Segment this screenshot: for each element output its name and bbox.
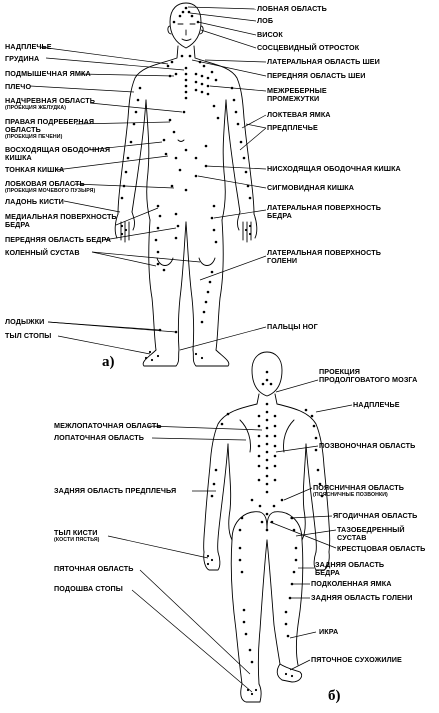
label-kolennyi: КОЛЕННЫЙ СУСТАВ — [5, 248, 80, 257]
label-zad-bedra-line1: ЗАДНЯЯ ОБЛАСТЬ — [315, 560, 385, 569]
label-medial: МЕДИАЛЬНАЯ ПОВЕРХНОСТЬ БЕДРА — [5, 213, 117, 229]
label-lat-shei: ЛАТЕРАЛЬНАЯ ОБЛАСТЬ ШЕИ — [267, 57, 380, 66]
label-sosetsevidnyi: СОСЦЕВИДНЫЙ ОТРОСТОК — [257, 43, 360, 52]
label-poyasn: ПОЯСНИЧНАЯ ОБЛАСТЬ (ПОЯСНИЧНЫЕ ПОЗВОНКИ) — [313, 483, 404, 499]
figure-b-marker: б) — [328, 688, 341, 704]
label-nadchrev-main: НАДЧРЕВНАЯ ОБЛАСТЬ — [5, 96, 96, 105]
label-lat-bedra-line1: ЛАТЕРАЛЬНАЯ ПОВЕРХНОСТЬ — [267, 203, 381, 212]
label-poyasn-sub: (ПОЯСНИЧНЫЕ ПОЗВОНКИ) — [313, 492, 388, 498]
label-prav-sub: (ПРОЕКЦИЯ ПЕЧЕНИ) — [5, 134, 63, 140]
label-prav-podreber: ПРАВАЯ ПОДРЕБЕРНАЯ ОБЛАСТЬ (ПРОЕКЦИЯ ПЕЧ… — [5, 117, 95, 141]
label-pyatoch: ПЯТОЧНАЯ ОБЛАСТЬ — [54, 564, 134, 573]
label-nadchrev-sub: (ПРОЕКЦИЯ ЖЕЛУДКА) — [5, 105, 67, 111]
label-lat-goleni-line1: ЛАТЕРАЛЬНАЯ ПОВЕРХНОСТЬ — [267, 248, 381, 257]
label-zad-bedra: ЗАДНЯЯ ОБЛАСТЬ БЕДРА — [315, 561, 384, 577]
label-proektsiya-line2: ПРОДОЛГОВАТОГО МОЗГА — [319, 375, 418, 384]
label-plecho: ПЛЕЧО — [5, 82, 32, 91]
label-lat-bedra: ЛАТЕРАЛЬНАЯ ПОВЕРХНОСТЬ БЕДРА — [267, 204, 381, 220]
label-grudina: ГРУДИНА — [5, 54, 40, 63]
label-lobkovaya-sub: (ПРОЕКЦИЯ МОЧЕВОГО ПУЗЫРЯ) — [5, 188, 96, 194]
label-sigmovid: СИГМОВИДНАЯ КИШКА — [267, 183, 355, 192]
label-mezhreber: МЕЖРЕБЕРНЫЕ ПРОМЕЖУТКИ — [267, 87, 327, 103]
label-medial-line1: МЕДИАЛЬНАЯ ПОВЕРХНОСТЬ — [5, 212, 117, 221]
label-zad-goleni: ЗАДНЯЯ ОБЛАСТЬ ГОЛЕНИ — [311, 593, 413, 602]
label-tyl-kisti-main: ТЫЛ КИСТИ — [54, 528, 98, 537]
label-pyltsy: ПАЛЬЦЫ НОГ — [267, 322, 318, 331]
label-pered-shei: ПЕРЕДНЯЯ ОБЛАСТЬ ШЕИ — [267, 71, 366, 80]
label-mezhreber-line2: ПРОМЕЖУТКИ — [267, 94, 320, 103]
label-tazobedr-line2: СУСТАВ — [337, 533, 367, 542]
figure-a-marker: а) — [102, 354, 115, 370]
label-lobkovaya-main: ЛОБКОВАЯ ОБЛАСТЬ — [5, 179, 85, 188]
label-tyl-stopy: ТЫЛ СТОПЫ — [5, 331, 52, 340]
label-visok: ВИСОК — [257, 30, 283, 39]
label-tyl-kisti: ТЫЛ КИСТИ (КОСТИ ПЯСТЬЯ) — [54, 528, 100, 544]
label-pered-bedra: ПЕРЕДНЯЯ ОБЛАСТЬ БЕДРА — [5, 235, 112, 244]
label-mezhlopat: МЕЖЛОПАТОЧНАЯ ОБЛАСТЬ — [54, 421, 162, 430]
label-pozvon: ПОЗВОНОЧНАЯ ОБЛАСТЬ — [319, 441, 416, 450]
label-kresttsov: КРЕСТЦОВАЯ ОБЛАСТЬ — [337, 544, 426, 553]
label-tazobedr: ТАЗОБЕДРЕННЫЙ СУСТАВ — [337, 526, 405, 542]
label-tazobedr-line1: ТАЗОБЕДРЕННЫЙ — [337, 525, 405, 534]
label-medial-line2: БЕДРА — [5, 220, 30, 229]
label-pyatoch-sukh: ПЯТОЧНОЕ СУХОЖИЛИЕ — [311, 655, 402, 664]
label-lob: ЛОБ — [257, 16, 274, 25]
label-podkolen: ПОДКОЛЕННАЯ ЯМКА — [311, 579, 392, 588]
label-poyasn-main: ПОЯСНИЧНАЯ ОБЛАСТЬ — [313, 483, 404, 492]
leader-lines — [29, 6, 353, 693]
label-yagodich: ЯГОДИЧНАЯ ОБЛАСТЬ — [333, 511, 418, 520]
label-zad-predpl: ЗАДНЯЯ ОБЛАСТЬ ПРЕДПЛЕЧЬЯ — [54, 486, 177, 495]
label-nadplechye-back: НАДПЛЕЧЬЕ — [353, 400, 400, 409]
label-lobkovaya: ЛОБКОВАЯ ОБЛАСТЬ (ПРОЕКЦИЯ МОЧЕВОГО ПУЗЫ… — [5, 179, 96, 195]
label-voskhod-line2: КИШКА — [5, 153, 32, 162]
label-podmysh: ПОДМЫШЕЧНАЯ ЯМКА — [5, 69, 91, 78]
label-podoshva: ПОДОШВА СТОПЫ — [54, 584, 123, 593]
back-figure-outline — [203, 351, 331, 703]
label-proektsiya: ПРОЕКЦИЯ ПРОДОЛГОВАТОГО МОЗГА — [319, 368, 417, 384]
label-lat-bedra-line2: БЕДРА — [267, 211, 292, 220]
label-lopat: ЛОПАТОЧНАЯ ОБЛАСТЬ — [54, 433, 145, 442]
label-tyl-kisti-sub: (КОСТИ ПЯСТЬЯ) — [54, 537, 100, 543]
label-ikra: ИКРА — [319, 627, 339, 636]
label-nadchrev: НАДЧРЕВНАЯ ОБЛАСТЬ (ПРОЕКЦИЯ ЖЕЛУДКА) — [5, 96, 96, 112]
label-zad-bedra-line2: БЕДРА — [315, 568, 340, 577]
label-ladon: ЛАДОНЬ КИСТИ — [5, 197, 64, 206]
label-mezhreber-line1: МЕЖРЕБЕРНЫЕ — [267, 86, 327, 95]
massage-points — [120, 6, 324, 696]
label-lat-goleni-line2: ГОЛЕНИ — [267, 256, 298, 265]
label-voskhod: ВОСХОДЯЩАЯ ОБОДОЧНАЯ КИШКА — [5, 146, 110, 162]
label-prav-line2: ОБЛАСТЬ — [5, 125, 41, 134]
label-lobnaya-oblast: ЛОБНАЯ ОБЛАСТЬ — [257, 4, 327, 13]
label-nadplechye-front: НАДПЛЕЧЬЕ — [5, 42, 52, 51]
label-tonkaya: ТОНКАЯ КИШКА — [5, 165, 65, 174]
label-proektsiya-line1: ПРОЕКЦИЯ — [319, 367, 361, 376]
label-niskhod: НИСХОДЯЩАЯ ОБОДОЧНАЯ КИШКА — [267, 164, 401, 173]
label-voskhod-line1: ВОСХОДЯЩАЯ ОБОДОЧНАЯ — [5, 145, 111, 154]
label-predplechye: ПРЕДПЛЕЧЬЕ — [267, 123, 318, 132]
front-figure-outline — [114, 2, 258, 367]
label-lat-goleni: ЛАТЕРАЛЬНАЯ ПОВЕРХНОСТЬ ГОЛЕНИ — [267, 249, 381, 265]
label-loktevaya: ЛОКТЕВАЯ ЯМКА — [267, 110, 331, 119]
label-lodyzhki: ЛОДЫЖКИ — [5, 317, 45, 326]
label-prav-line1: ПРАВАЯ ПОДРЕБЕРНАЯ — [5, 117, 95, 126]
